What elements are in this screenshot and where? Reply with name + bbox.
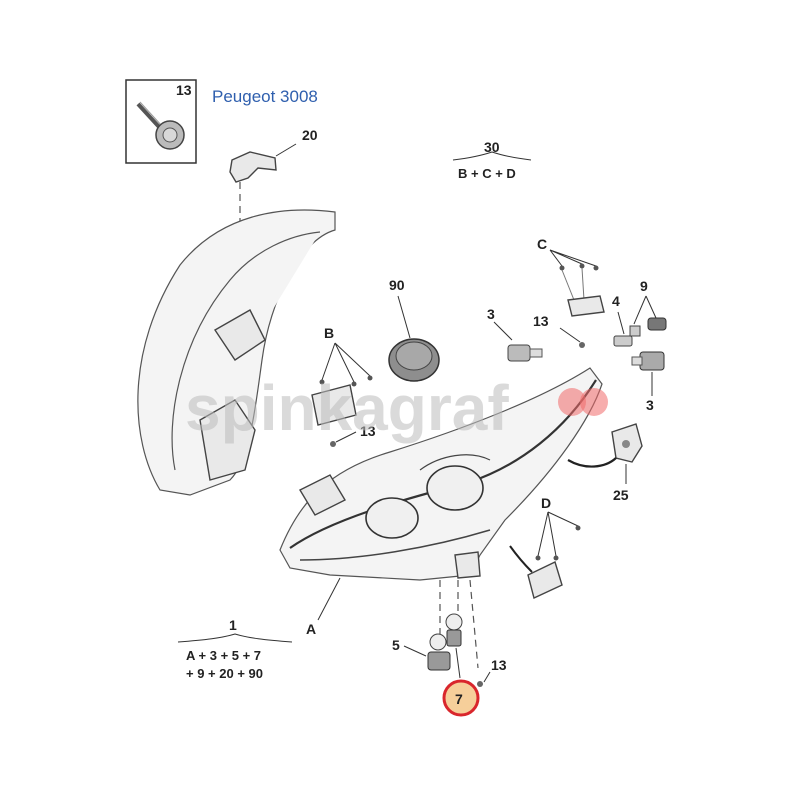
watermark-text: spinkagraf xyxy=(185,372,509,444)
callout-3-upper: 3 xyxy=(487,306,495,322)
callout-3-lower: 3 xyxy=(646,397,654,413)
part-25-connector xyxy=(611,423,643,463)
callout-90: 90 xyxy=(389,277,405,293)
callout-B: B xyxy=(324,325,334,341)
callout-C: C xyxy=(537,236,547,252)
part-20-bracket xyxy=(229,143,297,183)
arrow-25 xyxy=(567,457,617,468)
part-3-bulb-upper xyxy=(507,344,543,362)
group-B-leaders xyxy=(311,342,373,426)
callout-13-middle: 13 xyxy=(360,423,376,439)
formula-1-line1: A + 3 + 5 + 7 xyxy=(186,648,261,663)
callout-25: 25 xyxy=(613,487,629,503)
screw-icon xyxy=(136,101,185,150)
headlamp-front-assembly xyxy=(279,367,603,581)
callout-13-lower: 13 xyxy=(491,657,507,673)
screw-13-upper xyxy=(579,342,585,348)
part-5-bulb xyxy=(427,633,451,671)
inset-screw-box: 13 xyxy=(125,79,197,164)
callout-13-upper: 13 xyxy=(533,313,549,329)
callout-5: 5 xyxy=(392,637,400,653)
part-7-bulb xyxy=(445,613,463,647)
part-90-cap xyxy=(388,338,440,382)
part-3-bulb-lower xyxy=(631,351,665,371)
callout-30: 30 xyxy=(484,139,500,155)
group-D-leaders xyxy=(535,511,581,561)
callout-20: 20 xyxy=(302,127,318,143)
part-4-bulb xyxy=(613,335,633,347)
part-9-socket xyxy=(629,317,667,337)
brace-30 xyxy=(452,151,532,161)
callout-9: 9 xyxy=(640,278,648,294)
callout-D: D xyxy=(541,495,551,511)
callout-7: 7 xyxy=(455,691,463,707)
formula-1-line2: + 9 + 20 + 90 xyxy=(186,666,263,681)
group-C-leaders xyxy=(549,249,605,317)
part-D-bracket xyxy=(509,545,563,599)
screw-13-middle xyxy=(330,441,336,447)
screw-13-lower xyxy=(477,681,483,687)
brace-1 xyxy=(177,633,293,643)
callout-4: 4 xyxy=(612,293,620,309)
watermark: spinkagraf xyxy=(185,372,608,444)
callout-1: 1 xyxy=(229,617,237,633)
inset-label: 13 xyxy=(176,82,192,98)
highlight-part-7: 7 xyxy=(442,679,480,717)
formula-30: B + C + D xyxy=(458,166,516,181)
headlamp-housing-rear xyxy=(137,209,336,496)
diagram-title: Peugeot 3008 xyxy=(212,87,318,106)
callout-A: A xyxy=(306,621,316,637)
